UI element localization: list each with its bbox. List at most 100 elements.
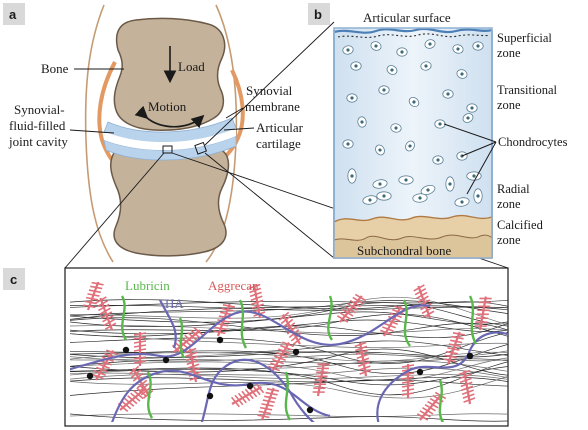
- aggrecan-side-chain: [475, 321, 488, 323]
- aggrecan-side-chain: [187, 332, 198, 342]
- collagen-fiber: [70, 313, 508, 337]
- aggrecan-side-chain: [214, 326, 227, 331]
- collagen-fiber: [70, 351, 508, 362]
- aggrecan-side-chain: [463, 397, 476, 403]
- lubricin-group: [120, 295, 478, 422]
- aggrecan-side-chain: [128, 365, 140, 375]
- link-node: [86, 372, 94, 380]
- aggrecan-side-chain: [222, 304, 236, 308]
- collagen-fiber: [70, 333, 508, 349]
- aggrecan-side-chain: [445, 350, 459, 355]
- aggrecan-side-chain: [241, 390, 251, 402]
- aggrecan-side-chain: [84, 300, 97, 305]
- aggrecan-side-chain: [234, 394, 244, 406]
- collagen-fiber: [70, 299, 508, 310]
- aggrecan-side-chain: [354, 293, 367, 302]
- articular-surface-line: [333, 27, 493, 34]
- subchondral-bone: [333, 234, 493, 259]
- aggrecan-side-chain: [478, 305, 491, 308]
- aggrecan-side-chain: [401, 372, 415, 376]
- aggrecan-side-chain: [185, 351, 198, 358]
- aggrecan-side-chain: [136, 387, 147, 397]
- articular-cartilage-label-line2: cartilage: [256, 136, 301, 151]
- panel-c-letter: c: [10, 272, 17, 287]
- aggrecan-side-chain: [268, 365, 280, 372]
- aggrecan-side-chain: [315, 375, 328, 378]
- aggrecan-side-chain: [120, 400, 132, 410]
- chondrocyte: [472, 41, 484, 51]
- aggrecan-label: Aggrecan: [208, 278, 259, 293]
- aggrecan-side-chain: [282, 341, 294, 348]
- aggrecan-side-chain: [388, 315, 400, 322]
- aggrecan-side-chain: [358, 365, 371, 371]
- aggrecan-side-chain: [401, 364, 415, 368]
- collagen-fiber: [70, 322, 508, 339]
- aggrecan-side-chain: [347, 302, 359, 311]
- collagen-fiber: [70, 319, 508, 335]
- chondrocyte-nucleus: [466, 116, 470, 120]
- aggrecan-side-chain: [184, 334, 195, 344]
- chondrocyte: [466, 171, 482, 181]
- ha-chain: [70, 304, 431, 371]
- synovial-membrane-label-line2: membrane: [245, 99, 300, 114]
- aggrecan-side-chain: [458, 369, 471, 376]
- chondrocyte-nucleus: [404, 178, 408, 182]
- aggrecan-side-chain: [417, 295, 429, 303]
- ha-group: [70, 299, 508, 422]
- aggrecan-side-chain: [461, 389, 474, 395]
- aggrecan-side-chain: [316, 371, 329, 374]
- aggrecan-side-chain: [96, 366, 108, 373]
- aggrecan-side-chain: [251, 299, 264, 306]
- aggrecan-side-chain: [262, 399, 275, 404]
- chondrocyte-nucleus: [382, 194, 386, 198]
- aggrecan-side-chain: [401, 380, 415, 384]
- aggrecan-side-chain: [133, 390, 144, 400]
- chondrocytes-label: Chondrocytes: [498, 135, 568, 149]
- aggrecan-side-chain: [274, 355, 286, 362]
- link-node: [306, 406, 314, 414]
- aggrecan-side-chain: [427, 400, 439, 409]
- lubricin-molecule: [327, 295, 334, 341]
- aggrecan-molecule: [336, 293, 367, 323]
- aggrecan-side-chain: [278, 348, 290, 355]
- aggrecan-side-chain: [88, 289, 101, 294]
- collagen-network: [70, 296, 508, 422]
- link-node: [206, 392, 214, 400]
- aggrecan-side-chain: [352, 296, 364, 305]
- aggrecan-side-chain: [244, 388, 254, 400]
- aggrecan-side-chain: [99, 307, 111, 315]
- aggrecan-side-chain: [264, 395, 277, 400]
- chondrocyte-nucleus: [378, 182, 382, 186]
- aggrecan-side-chain: [258, 410, 271, 415]
- chondrocyte-nucleus: [426, 188, 430, 192]
- aggrecan-side-chain: [462, 393, 475, 399]
- collagen-fiber: [70, 360, 508, 376]
- aggrecan-side-chain: [421, 306, 433, 315]
- aggrecan-side-chain: [251, 384, 261, 396]
- aggrecan-side-chain: [255, 382, 265, 394]
- chondrocyte: [424, 39, 436, 49]
- aggrecan-side-chain: [278, 311, 290, 321]
- synovial-fluid-label-line3: joint cavity: [8, 134, 68, 149]
- aggrecan-side-chain: [133, 344, 147, 348]
- chondrocyte: [346, 93, 358, 103]
- aggrecan-side-chain: [187, 367, 200, 373]
- aggrecan-side-chain: [342, 309, 354, 317]
- aggrecan-side-chain: [443, 358, 456, 363]
- aggrecan-side-chain: [237, 392, 247, 404]
- chondrocyte-nucleus: [378, 148, 382, 152]
- aggrecan-side-chain: [249, 287, 262, 294]
- synovial-membrane-label-line1: Synovial: [246, 83, 293, 98]
- chondrocyte-nucleus: [418, 196, 422, 200]
- aggrecan-side-chain: [416, 413, 429, 421]
- chondrocyte: [420, 184, 436, 196]
- aggrecan-side-chain: [424, 403, 436, 412]
- chondrocyte: [376, 191, 392, 201]
- aggrecan-side-chain: [92, 373, 104, 380]
- chondrocyte: [408, 96, 420, 108]
- joint-cavity: [104, 128, 236, 151]
- aggrecan-side-chain: [477, 309, 490, 312]
- aggrecan-side-chain: [384, 322, 396, 329]
- aggrecan-side-chain: [130, 369, 142, 379]
- aggrecan-side-chain: [448, 343, 461, 348]
